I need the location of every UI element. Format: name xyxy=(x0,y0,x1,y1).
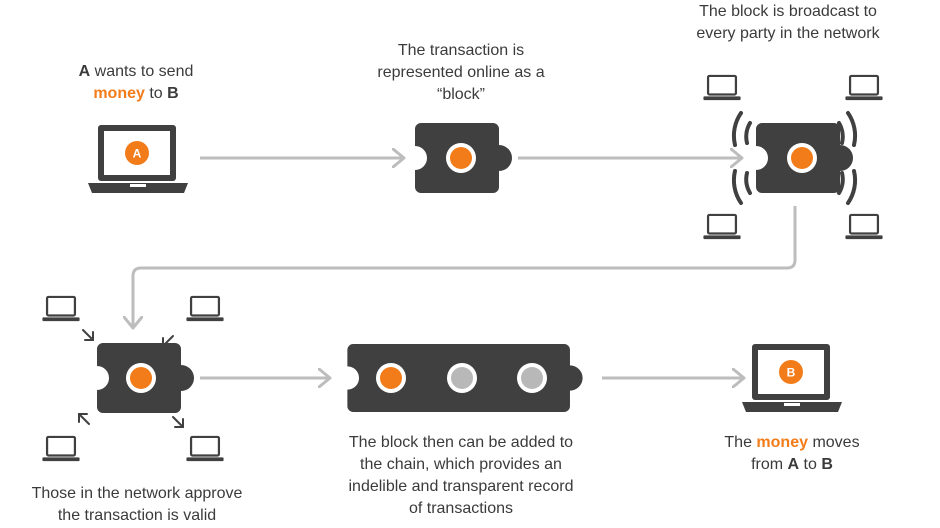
peer-laptop-icon xyxy=(41,435,81,463)
step3-caption: The block is broadcast to every party in… xyxy=(672,1,904,45)
receiver-letter: B xyxy=(787,366,796,380)
transaction-block-icon xyxy=(415,123,512,193)
peer-laptop-icon xyxy=(702,74,742,102)
step1-caption: A wants to send money to B xyxy=(60,61,212,105)
sender-name: A xyxy=(787,456,800,473)
caption-text: to xyxy=(799,456,822,473)
sender-laptop-icon: A xyxy=(88,125,188,193)
caption-text: wants to send xyxy=(90,63,194,80)
diagonal-arrow-icon xyxy=(172,416,184,428)
step5-caption: The block then can be added to the chain… xyxy=(336,432,586,520)
caption-line: Those in the network approve xyxy=(31,485,243,502)
peer-laptop-icon xyxy=(185,435,225,463)
money-keyword: money xyxy=(756,434,808,451)
peer-laptop-icon xyxy=(702,213,742,241)
caption-line: the transaction is valid xyxy=(57,507,217,524)
caption-line: of transactions xyxy=(408,500,514,517)
peer-laptop-icon xyxy=(185,295,225,323)
signal-waves-icon xyxy=(731,111,858,205)
sender-letter: A xyxy=(133,147,142,161)
caption-line: indelible and transparent record xyxy=(348,478,574,495)
peer-laptop-icon xyxy=(844,213,884,241)
approval-network xyxy=(41,295,225,463)
caption-line: every party in the network xyxy=(696,25,880,42)
caption-line: The block then can be added to xyxy=(348,434,574,451)
step6-caption: The money moves from A to B xyxy=(710,432,874,476)
caption-text: The xyxy=(724,434,757,451)
broadcast-network xyxy=(702,74,884,241)
diagonal-arrow-icon xyxy=(78,413,90,425)
peer-laptop-icon xyxy=(844,74,884,102)
diagonal-arrow-icon xyxy=(82,329,94,341)
step4-caption: Those in the network approve the transac… xyxy=(17,483,257,527)
caption-line: “block” xyxy=(436,86,485,103)
sender-name: A xyxy=(78,63,91,80)
receiver-name: B xyxy=(167,85,179,102)
caption-text: to xyxy=(144,85,168,102)
receiver-laptop-icon: B xyxy=(742,344,842,412)
caption-line: the chain, which provides an xyxy=(360,456,562,473)
caption-text: moves xyxy=(808,434,860,451)
receiver-name: B xyxy=(821,456,833,473)
caption-text: from xyxy=(751,456,788,473)
caption-line: represented online as a xyxy=(377,64,545,81)
peer-laptop-icon xyxy=(41,295,81,323)
caption-line: The transaction is xyxy=(397,42,525,59)
caption-line: The block is broadcast to xyxy=(699,3,877,20)
arrow-broadcast-to-approval xyxy=(133,206,797,328)
block-chain xyxy=(347,344,583,412)
step2-caption: The transaction is represented online as… xyxy=(361,40,561,106)
money-keyword: money xyxy=(93,85,145,102)
